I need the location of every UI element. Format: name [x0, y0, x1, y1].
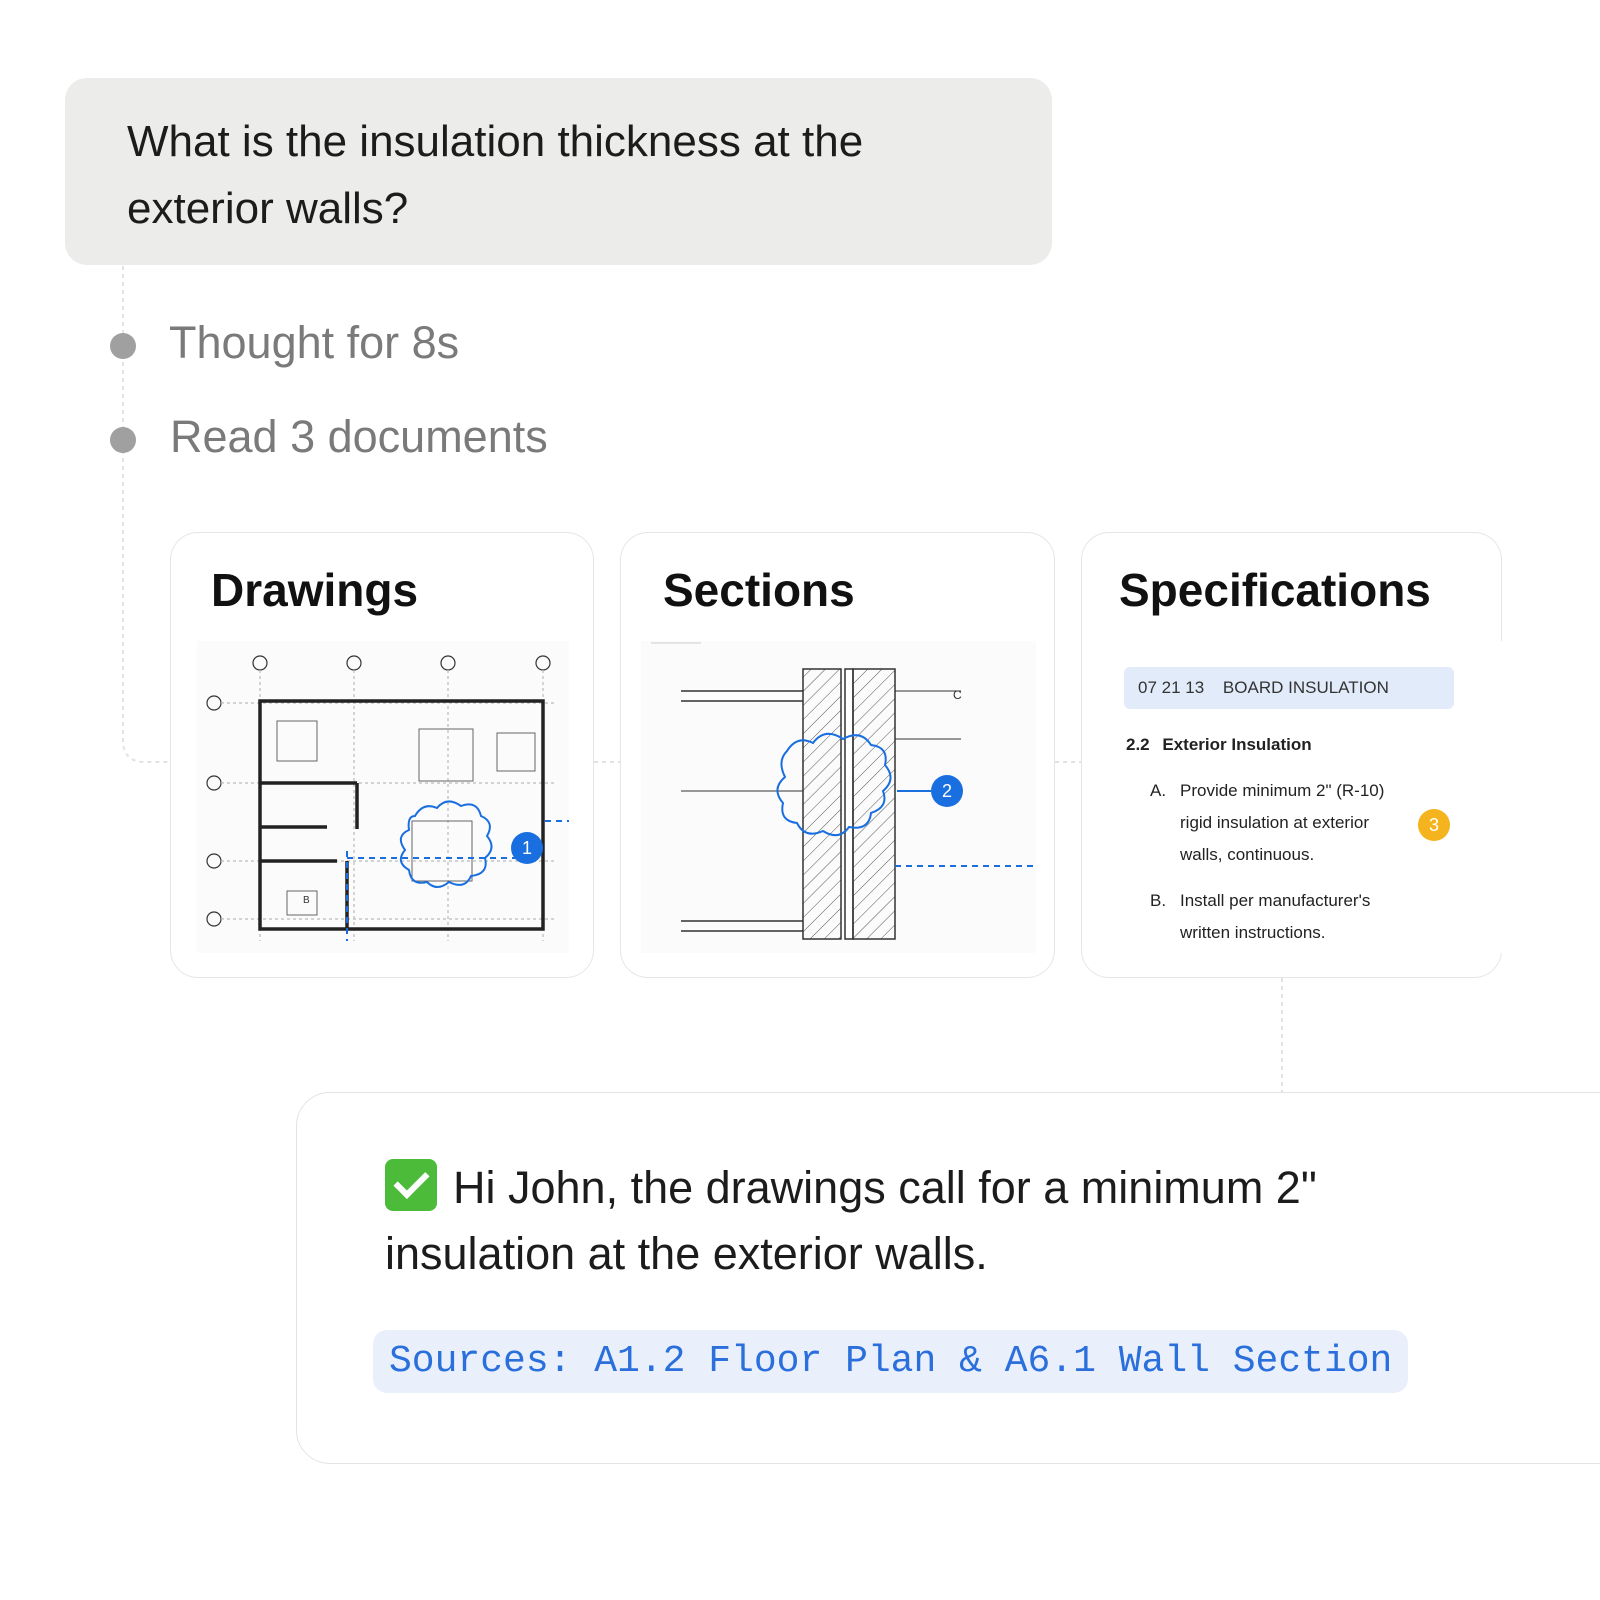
spec-item-b-line-2: written instructions.: [1180, 923, 1326, 942]
answer-line-1: Hi John, the drawings call for a minimum…: [453, 1162, 1317, 1213]
section-label-c: C: [953, 688, 962, 702]
answer-line-2: insulation at the exterior walls.: [385, 1228, 988, 1279]
drawings-card[interactable]: Drawings: [170, 532, 594, 978]
sources-chip[interactable]: Sources: A1.2 Floor Plan & A6.1 Wall Sec…: [373, 1330, 1409, 1393]
step-dot-icon: [110, 333, 136, 359]
specifications-card[interactable]: Specifications 07 21 13 BOARD INSULATION…: [1081, 532, 1503, 978]
spec-code: 07 21 13: [1138, 678, 1205, 697]
sections-card[interactable]: Sections C 2: [620, 532, 1055, 978]
floor-plan-thumbnail: B 1: [197, 641, 569, 953]
room-label: B: [303, 895, 310, 906]
spec-item-a-line-1: Provide minimum 2" (R-10): [1180, 781, 1385, 800]
step-read-documents[interactable]: Read 3 documents: [170, 411, 548, 462]
citation-badge-3[interactable]: 3: [1418, 809, 1450, 841]
citation-badge-1[interactable]: 1: [511, 832, 543, 864]
citation-badge-2[interactable]: 2: [931, 775, 963, 807]
step-thought[interactable]: Thought for 8s: [169, 317, 460, 368]
step-dot-icon: [110, 427, 136, 453]
spec-section-heading: 2.2 Exterior Insulation: [1126, 735, 1312, 755]
spec-item-a-letter: A.: [1150, 781, 1167, 800]
spec-item-b-letter: B.: [1150, 891, 1167, 910]
specifications-card-title: Specifications: [1119, 564, 1431, 616]
wall-section-thumbnail: C 2: [641, 641, 1036, 953]
spec-item-b-line-1: Install per manufacturer's: [1180, 891, 1371, 910]
sections-card-title: Sections: [663, 564, 855, 616]
spec-code-header: 07 21 13 BOARD INSULATION: [1124, 667, 1454, 709]
answer-text: Hi John, the drawings call for a minimum…: [385, 1155, 1435, 1287]
spec-code-title: BOARD INSULATION: [1222, 678, 1389, 697]
drawings-card-title: Drawings: [211, 564, 419, 616]
check-mark-icon: [385, 1159, 437, 1211]
spec-document-thumbnail: 07 21 13 BOARD INSULATION 2.2 Exterior I…: [1082, 641, 1503, 953]
spec-item-a-line-3: walls, continuous.: [1180, 845, 1315, 864]
spec-item-a-line-2: rigid insulation at exterior: [1180, 813, 1369, 832]
assistant-answer-card: Hi John, the drawings call for a minimum…: [296, 1092, 1600, 1464]
question-line-1: What is the insulation thickness at the: [127, 117, 864, 166]
spec-section-number: 2.2: [1126, 735, 1150, 754]
question-line-2: exterior walls?: [127, 184, 409, 233]
spec-section-title: Exterior Insulation: [1162, 735, 1312, 754]
user-question-bubble: What is the insulation thickness at the …: [65, 78, 1052, 265]
